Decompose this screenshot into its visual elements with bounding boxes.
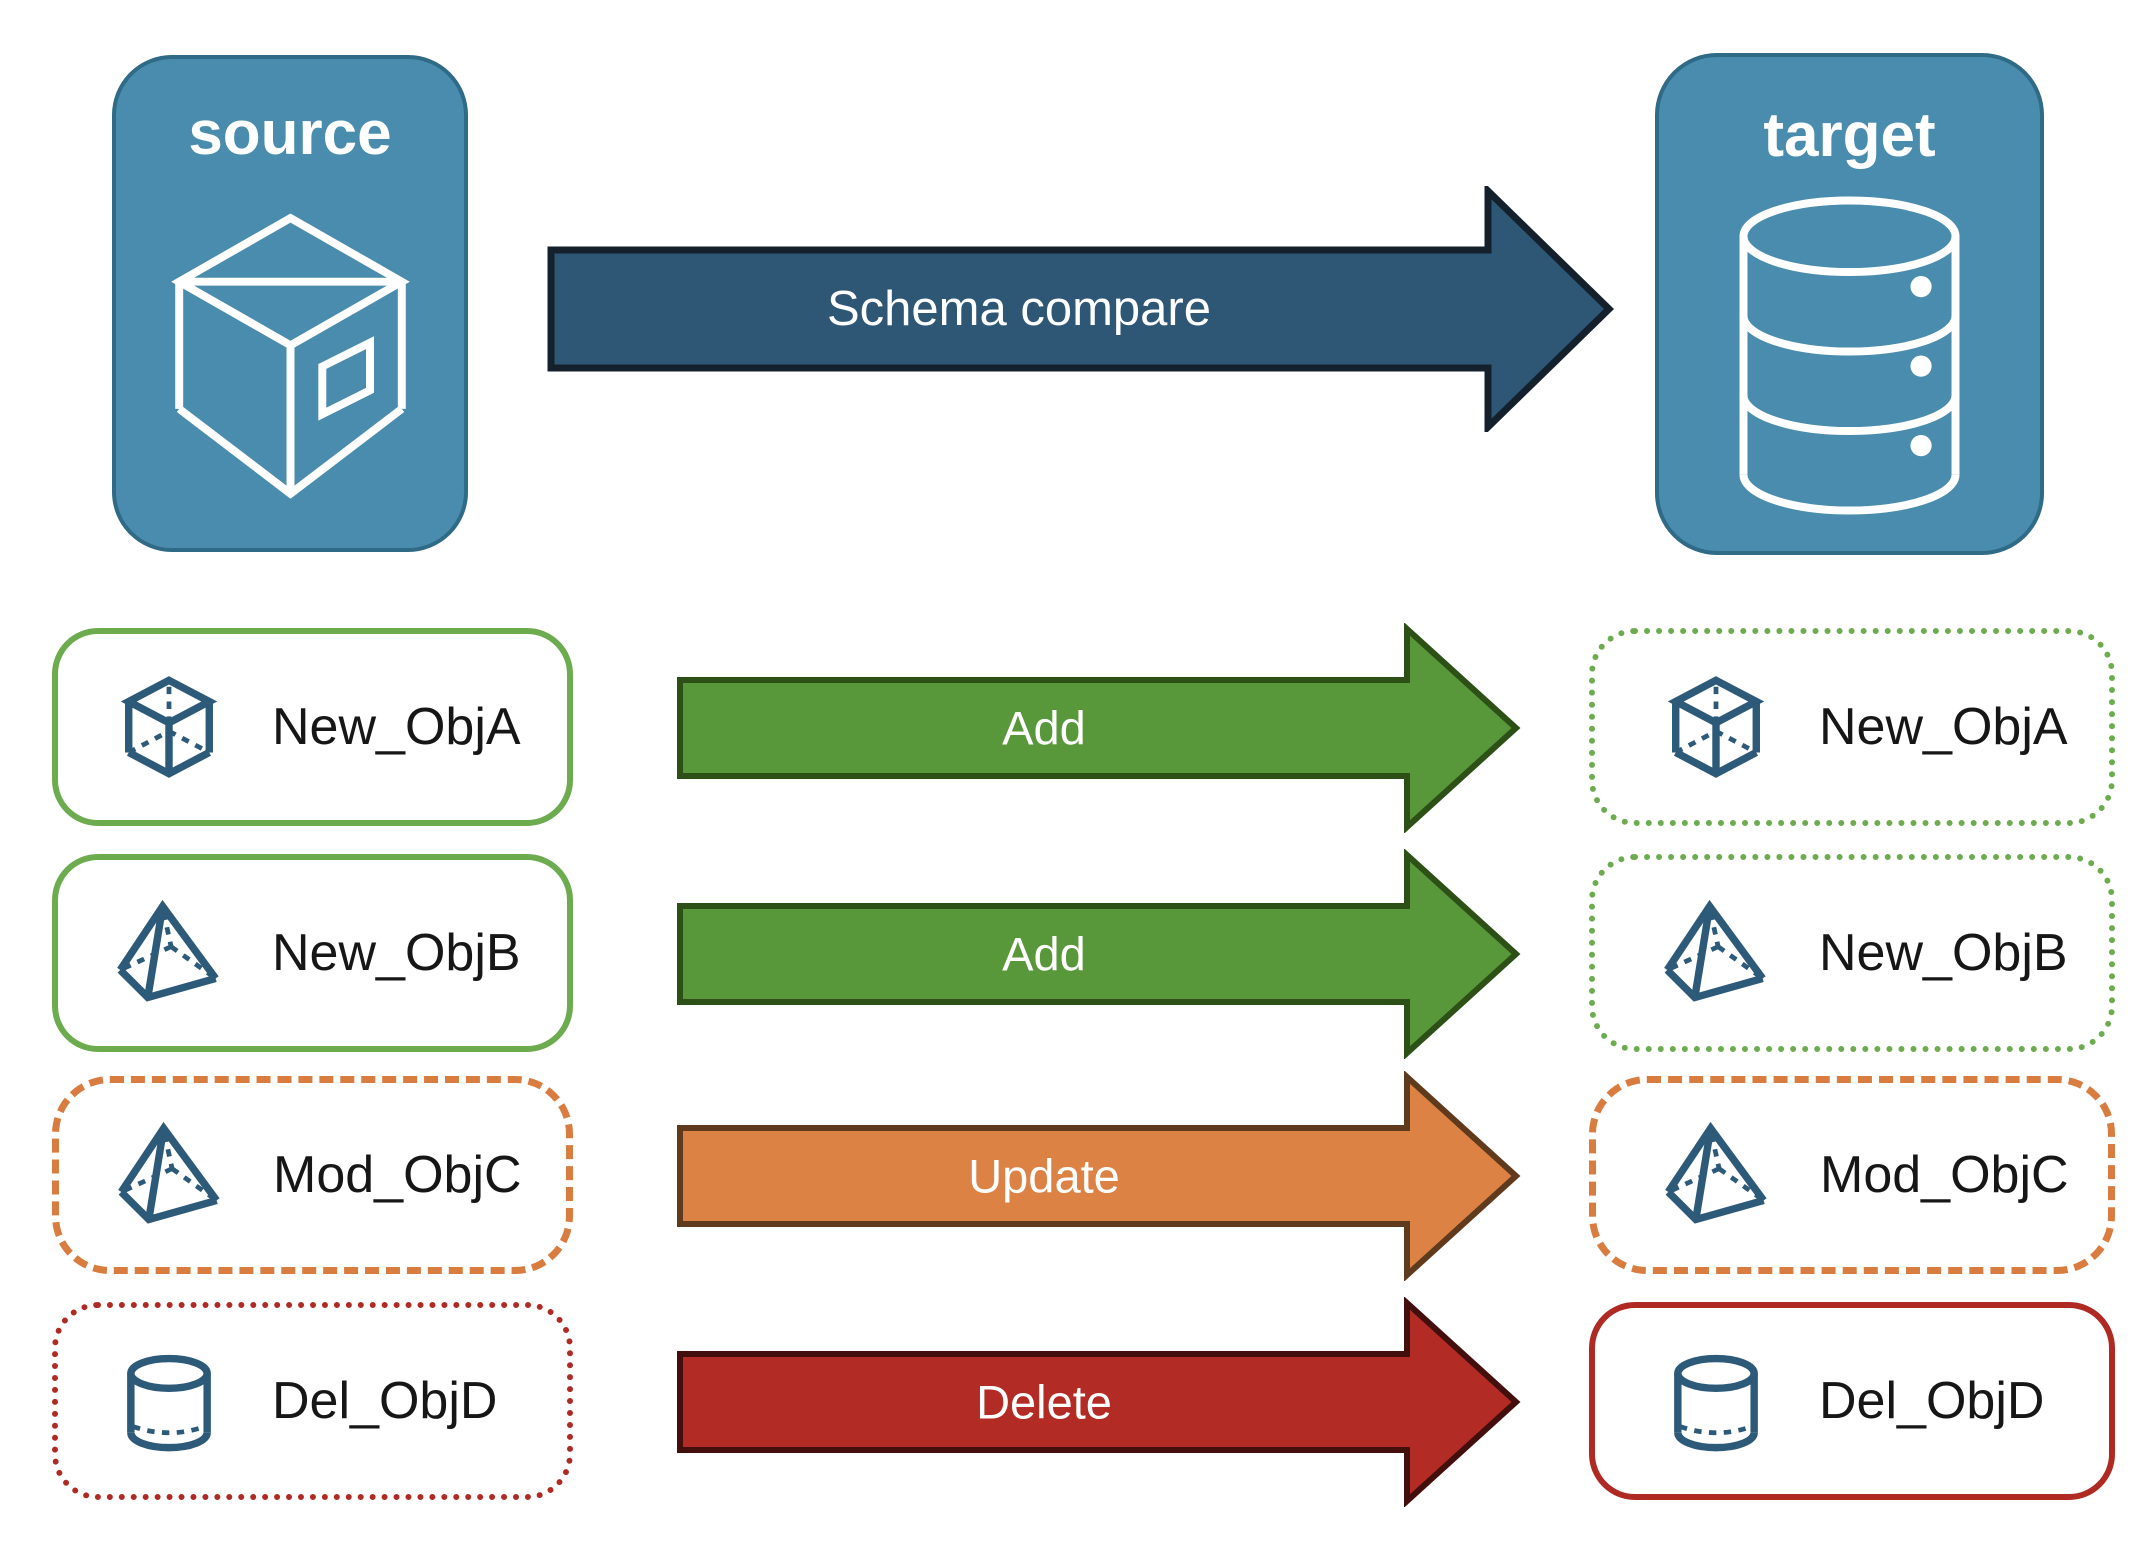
pyramid-icon [117, 899, 219, 1002]
schema-compare-arrow: Schema compare [547, 186, 1615, 432]
target-object-box: New_ObjA [1589, 628, 2115, 826]
object-icon-slot [116, 669, 222, 785]
object-icon-slot [1663, 895, 1769, 1011]
action-arrow: Add [677, 849, 1521, 1059]
object-icon-slot [1664, 1117, 1770, 1233]
source-title: source [188, 99, 392, 168]
object-name-label: Del_ObjD [272, 1372, 498, 1430]
source-object-box: Mod_ObjC [52, 1076, 573, 1274]
package-icon [170, 213, 410, 499]
schema-diff-row: Del_ObjD Delete Del_ObjD [0, 1297, 2150, 1507]
object-name-label: Mod_ObjC [273, 1146, 522, 1204]
schema-diff-row: New_ObjA Add New_ObjA [0, 623, 2150, 833]
object-icon-slot [117, 1117, 223, 1233]
target-title: target [1763, 101, 1936, 170]
source-panel: source [112, 55, 468, 552]
pyramid-icon [1664, 899, 1766, 1002]
target-object-box: Mod_ObjC [1589, 1076, 2115, 1274]
action-arrow: Delete [677, 1297, 1521, 1507]
cylinder-icon [127, 1354, 211, 1452]
target-object-box: Del_ObjD [1589, 1302, 2115, 1500]
object-name-label: Mod_ObjC [1820, 1146, 2069, 1204]
object-icon-slot [116, 895, 222, 1011]
object-name-label: New_ObjB [1819, 924, 2068, 982]
pyramid-icon [1665, 1121, 1767, 1224]
pyramid-icon [118, 1121, 220, 1224]
action-arrow: Update [677, 1071, 1521, 1281]
action-label: Add [1002, 928, 1086, 981]
target-panel: target [1655, 53, 2044, 555]
schema-diff-row: Mod_ObjC Update Mod_ObjC [0, 1071, 2150, 1281]
source-object-box: New_ObjB [52, 854, 573, 1052]
object-icon-slot [1663, 1343, 1769, 1459]
object-name-label: New_ObjA [272, 698, 521, 756]
object-name-label: Del_ObjD [1819, 1372, 2045, 1430]
action-label: Update [968, 1150, 1120, 1203]
source-object-box: Del_ObjD [52, 1302, 573, 1500]
database-icon [1739, 196, 1960, 515]
action-arrow: Add [677, 623, 1521, 833]
schema-diff-row: New_ObjB Add New_ObjB [0, 849, 2150, 1059]
target-object-box: New_ObjB [1589, 854, 2115, 1052]
object-icon-slot [1663, 669, 1769, 785]
action-label: Add [1002, 702, 1086, 755]
source-object-box: New_ObjA [52, 628, 573, 826]
cylinder-icon [1674, 1354, 1758, 1452]
cube-icon [1667, 676, 1765, 778]
object-name-label: New_ObjB [272, 924, 521, 982]
object-icon-slot [116, 1343, 222, 1459]
action-label: Delete [976, 1376, 1112, 1429]
schema-compare-label: Schema compare [827, 282, 1211, 336]
object-name-label: New_ObjA [1819, 698, 2068, 756]
cube-icon [120, 676, 218, 778]
